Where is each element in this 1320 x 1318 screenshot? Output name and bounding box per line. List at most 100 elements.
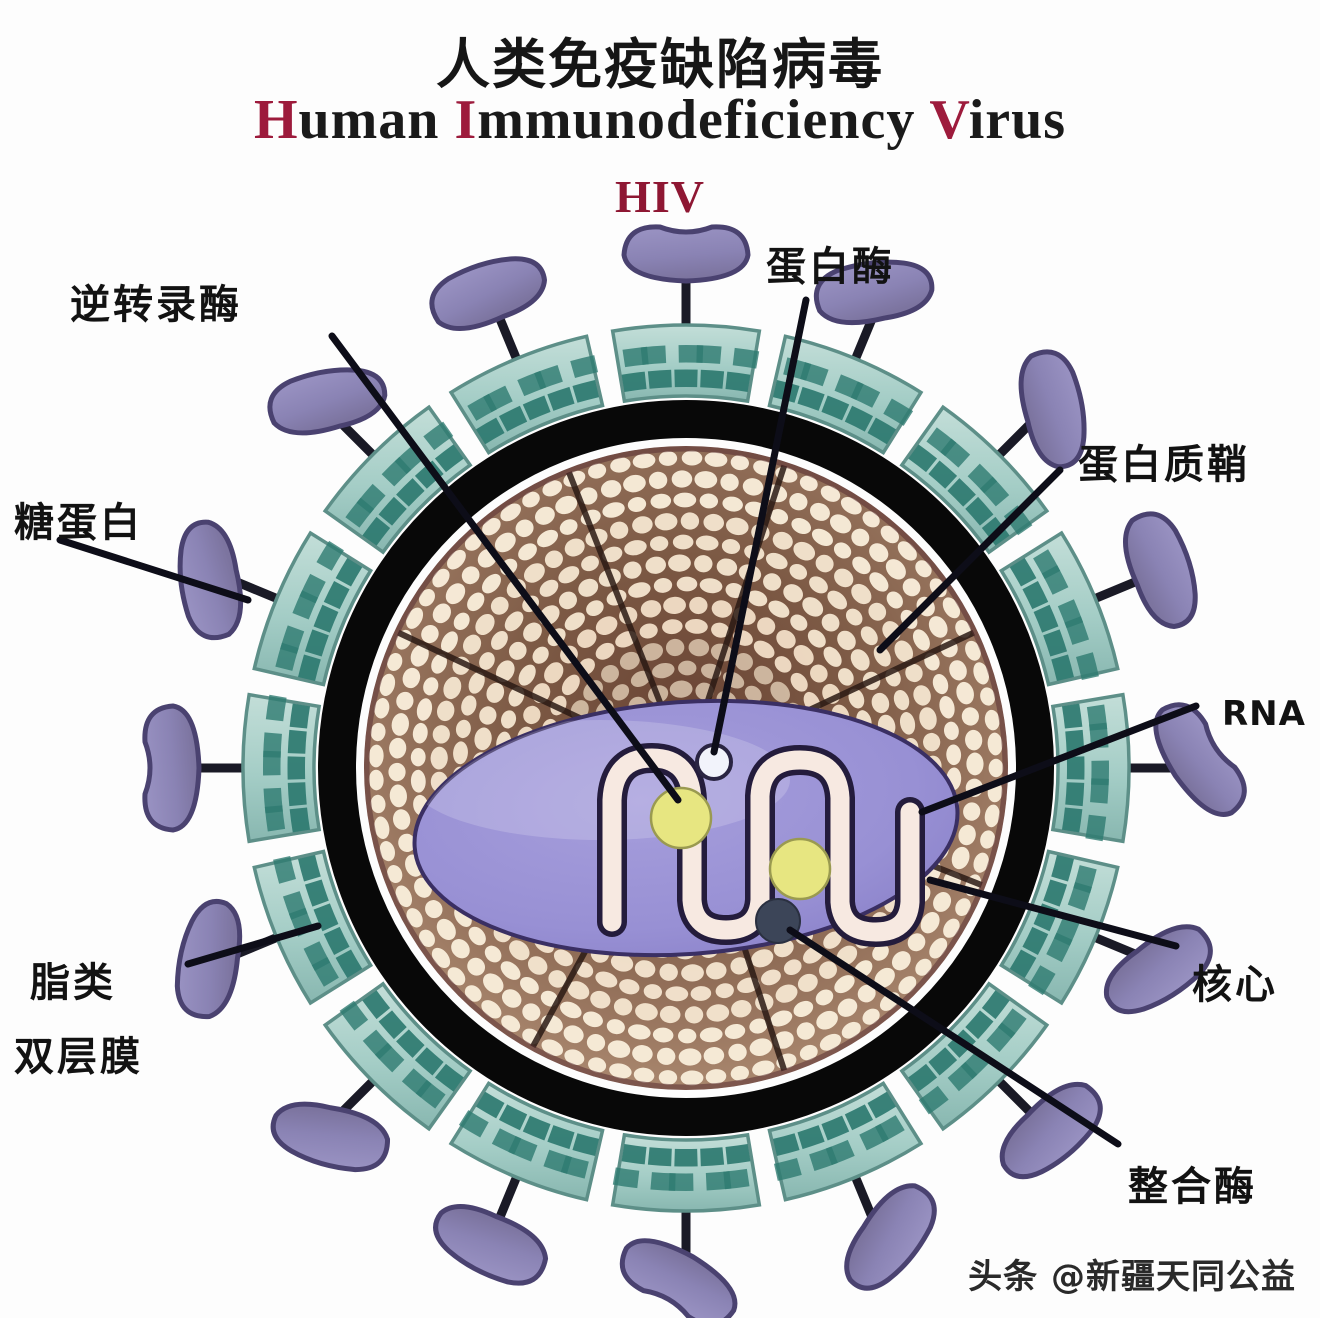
capsid-cell — [973, 662, 990, 685]
glycoprotein-spike — [1089, 511, 1198, 629]
capsid-cell — [640, 643, 664, 661]
capsid-cell — [648, 471, 668, 489]
capsid-cell — [430, 746, 448, 770]
capsid-cell — [690, 986, 712, 1001]
capsid-cell — [704, 452, 728, 467]
envelope-cell — [1067, 882, 1092, 911]
capsid-cell — [410, 644, 429, 667]
envelope-cell — [1022, 580, 1049, 610]
capsid-cell — [662, 619, 683, 635]
capsid-cell — [772, 531, 793, 550]
capsid-cell — [522, 491, 540, 508]
capsid-cell — [907, 933, 926, 952]
capsid-cell — [467, 957, 486, 976]
capsid-cell — [558, 591, 577, 610]
envelope-cell — [1009, 557, 1037, 587]
capsid-cell — [577, 629, 597, 648]
capsid-cell — [586, 600, 604, 617]
capsid-cell — [949, 660, 967, 681]
capsid-cell — [894, 640, 914, 663]
capsid-cell — [946, 744, 962, 766]
envelope-cell — [263, 787, 283, 814]
envelope-cell — [773, 1158, 802, 1181]
envelope-cell — [287, 782, 307, 807]
capsid-cell — [619, 979, 640, 995]
capsid-cell — [544, 662, 564, 684]
capsid-cell — [632, 1045, 653, 1063]
capsid-cell — [984, 709, 1000, 731]
capsid-cell — [494, 532, 516, 553]
envelope-cell — [316, 540, 344, 571]
capsid-cell — [640, 600, 662, 618]
envelope-cell — [674, 1148, 698, 1167]
envelope-segment — [610, 1132, 762, 1213]
capsid-cell — [720, 473, 739, 491]
page-title-english: Human Immunodeficiency Virus — [0, 88, 1320, 152]
capsid-cell — [463, 634, 482, 655]
envelope-cell — [396, 1029, 425, 1058]
envelope-cell — [335, 949, 363, 979]
capsid-cell — [635, 1003, 658, 1021]
leader-glycoprotein — [56, 536, 252, 604]
envelope-cell — [1022, 926, 1049, 956]
capsid-cell — [685, 618, 708, 634]
capsid-cell — [652, 662, 675, 679]
capsid-cell — [518, 664, 536, 686]
glycoprotein-spike — [429, 256, 547, 365]
capsid-cell — [872, 943, 889, 961]
capsid-cell — [673, 492, 697, 508]
capsid-cell — [689, 596, 708, 615]
envelope-cell — [339, 1000, 369, 1031]
enzyme-yellow-left — [649, 786, 713, 850]
envelope-cell — [647, 369, 672, 389]
capsid-cell — [628, 582, 651, 598]
capsid-cell — [468, 926, 486, 946]
capsid-cell — [606, 1019, 625, 1035]
capsid-cell — [451, 939, 470, 959]
envelope-cell — [1064, 616, 1090, 645]
envelope-cell — [640, 345, 667, 365]
envelope-cell — [434, 444, 464, 473]
capsid-cell — [823, 931, 842, 949]
capsid-cell — [564, 1049, 585, 1066]
capsid-cell — [601, 664, 619, 683]
capsid-cell — [885, 559, 906, 580]
envelope-cell — [543, 1149, 572, 1174]
envelope-cell — [304, 879, 329, 907]
capsid-cell — [527, 956, 548, 975]
capsid-cell — [734, 653, 753, 671]
capsid-cell — [643, 984, 663, 1000]
capsid-cell — [699, 1027, 723, 1043]
capsid-cell — [628, 1024, 651, 1040]
envelope-cell — [844, 1104, 874, 1131]
capsid-cell — [810, 502, 830, 521]
capsid-cell — [688, 639, 710, 657]
capsid-cell — [663, 596, 686, 615]
capsid-cell — [600, 480, 622, 498]
capsid-cell — [500, 961, 521, 980]
capsid-cell — [534, 506, 555, 525]
envelope-cell — [414, 1047, 444, 1076]
envelope-cell — [298, 654, 321, 682]
envelope-cell — [928, 460, 958, 489]
capsid-cell — [678, 1048, 702, 1066]
capsid-cell — [484, 945, 502, 963]
capsid-cell — [789, 563, 808, 580]
envelope-cell — [1033, 604, 1059, 633]
envelope-cell — [287, 756, 306, 780]
page-title-abbreviation: HIV — [615, 171, 705, 222]
capsid-cell — [659, 963, 678, 981]
capsid-cell — [834, 568, 854, 588]
capsid-cell — [711, 622, 730, 638]
capsid-cell — [564, 612, 585, 631]
envelope-cell — [362, 990, 391, 1020]
capsid-cell — [980, 687, 996, 706]
envelope-cell — [1090, 778, 1109, 804]
capsid-cell — [481, 573, 501, 594]
capsid-cell — [436, 700, 455, 722]
capsid-cell — [868, 602, 887, 621]
capsid-cell — [819, 1033, 842, 1051]
capsid-ray — [566, 471, 669, 718]
envelope-cell — [362, 516, 391, 546]
envelope-cell — [867, 417, 897, 445]
